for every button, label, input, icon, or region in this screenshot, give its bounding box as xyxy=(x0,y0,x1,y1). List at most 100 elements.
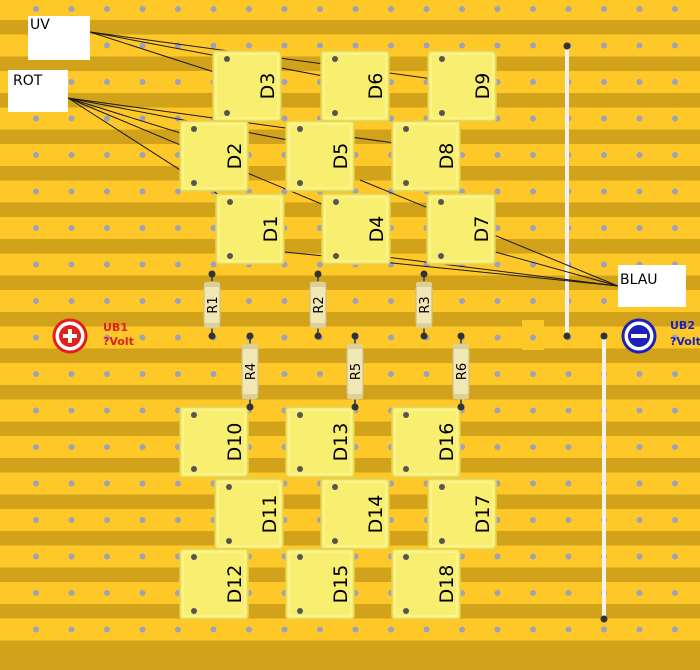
resistor-r4: R4 xyxy=(241,332,259,411)
solder-hole xyxy=(601,188,607,195)
solder-hole xyxy=(175,188,181,195)
solder-hole xyxy=(104,407,110,414)
solder-hole xyxy=(601,42,607,49)
solder-hole xyxy=(601,115,607,122)
solder-hole xyxy=(175,334,181,341)
solder-hole xyxy=(672,553,678,560)
resistor-r3: R3 xyxy=(415,270,433,340)
solder-hole xyxy=(281,115,288,122)
solder-hole xyxy=(530,334,536,341)
solder-hole xyxy=(672,6,678,12)
solder-hole xyxy=(175,79,181,85)
solder-hole xyxy=(104,334,110,341)
solder-hole xyxy=(139,79,146,85)
solder-hole xyxy=(33,115,39,122)
copper-strip xyxy=(0,34,700,57)
solder-hole xyxy=(68,371,75,377)
rot-label: ROT xyxy=(8,70,68,112)
solder-hole xyxy=(494,225,501,231)
led-label: D18 xyxy=(436,565,458,604)
solder-hole xyxy=(281,42,288,49)
solder-hole xyxy=(530,79,536,85)
solder-hole xyxy=(33,261,39,268)
solder-hole xyxy=(494,261,501,268)
solder-hole xyxy=(636,371,643,377)
solder-hole xyxy=(317,371,323,377)
copper-strip xyxy=(0,618,700,641)
solder-hole xyxy=(104,42,110,49)
solder-hole xyxy=(33,334,39,341)
solder-hole xyxy=(459,6,465,12)
solder-hole xyxy=(636,480,643,487)
resistor-label: R3 xyxy=(418,296,433,313)
solder-hole xyxy=(565,480,572,487)
solder-hole xyxy=(104,152,110,158)
resistor-label: R6 xyxy=(455,363,470,380)
ub2-terminal: UB2 ?Volt xyxy=(621,318,700,354)
solder-hole xyxy=(68,225,75,231)
solder-hole xyxy=(459,42,465,49)
solder-hole xyxy=(104,225,110,231)
solder-hole xyxy=(104,115,110,122)
solder-hole xyxy=(104,261,110,268)
led-d6: D6 xyxy=(320,50,390,122)
led-label: D14 xyxy=(365,495,387,534)
jumper-wires xyxy=(563,42,608,623)
solder-hole xyxy=(33,626,39,633)
solder-hole xyxy=(175,480,181,487)
resistor-label: R2 xyxy=(312,296,327,313)
solder-hole xyxy=(459,298,465,304)
solder-hole xyxy=(139,553,146,560)
solder-hole xyxy=(459,626,465,633)
led-label: D11 xyxy=(259,495,281,534)
led-d18: D18 xyxy=(391,548,461,620)
ub2-name: UB2 xyxy=(670,319,695,332)
led-label: D8 xyxy=(436,143,458,170)
solder-hole xyxy=(281,6,288,12)
copper-strips xyxy=(0,0,700,641)
solder-hole xyxy=(68,261,75,268)
led-label: D6 xyxy=(365,73,387,100)
led-label: D1 xyxy=(260,216,282,243)
led-array: D1D2D3D4D5D6D7D8D9D10D11D12D13D14D15D16D… xyxy=(179,50,497,620)
solder-hole xyxy=(210,371,217,377)
resistor-r6: R6 xyxy=(452,332,470,411)
solder-hole xyxy=(175,626,181,633)
solder-hole xyxy=(104,188,110,195)
solder-hole xyxy=(33,407,39,414)
solder-hole xyxy=(672,152,678,158)
plus-circle-icon xyxy=(52,318,88,354)
solder-hole xyxy=(672,79,678,85)
solder-hole xyxy=(636,626,643,633)
solder-hole xyxy=(530,480,536,487)
led-label: D17 xyxy=(472,495,494,534)
led-d3: D3 xyxy=(212,50,282,122)
solder-hole xyxy=(104,298,110,304)
solder-hole xyxy=(68,6,75,12)
led-d1: D1 xyxy=(215,193,285,265)
led-d11: D11 xyxy=(214,478,284,550)
solder-hole xyxy=(139,480,146,487)
led-d10: D10 xyxy=(179,406,249,478)
led-d4: D4 xyxy=(321,193,391,265)
solder-hole xyxy=(565,6,572,12)
solder-hole xyxy=(601,6,607,12)
solder-hole xyxy=(139,6,146,12)
solder-hole xyxy=(636,42,643,49)
solder-hole xyxy=(281,334,288,341)
solder-hole xyxy=(494,553,501,560)
solder-hole xyxy=(210,225,217,231)
solder-hole xyxy=(494,334,501,341)
copper-strip xyxy=(0,0,700,20)
solder-hole xyxy=(175,115,181,122)
solder-hole xyxy=(530,152,536,158)
solder-hole xyxy=(672,188,678,195)
solder-hole xyxy=(530,115,536,122)
led-d7: D7 xyxy=(426,193,496,265)
solder-hole xyxy=(530,42,536,49)
solder-hole xyxy=(423,626,430,633)
solder-hole xyxy=(423,371,430,377)
led-label: D3 xyxy=(257,73,279,100)
